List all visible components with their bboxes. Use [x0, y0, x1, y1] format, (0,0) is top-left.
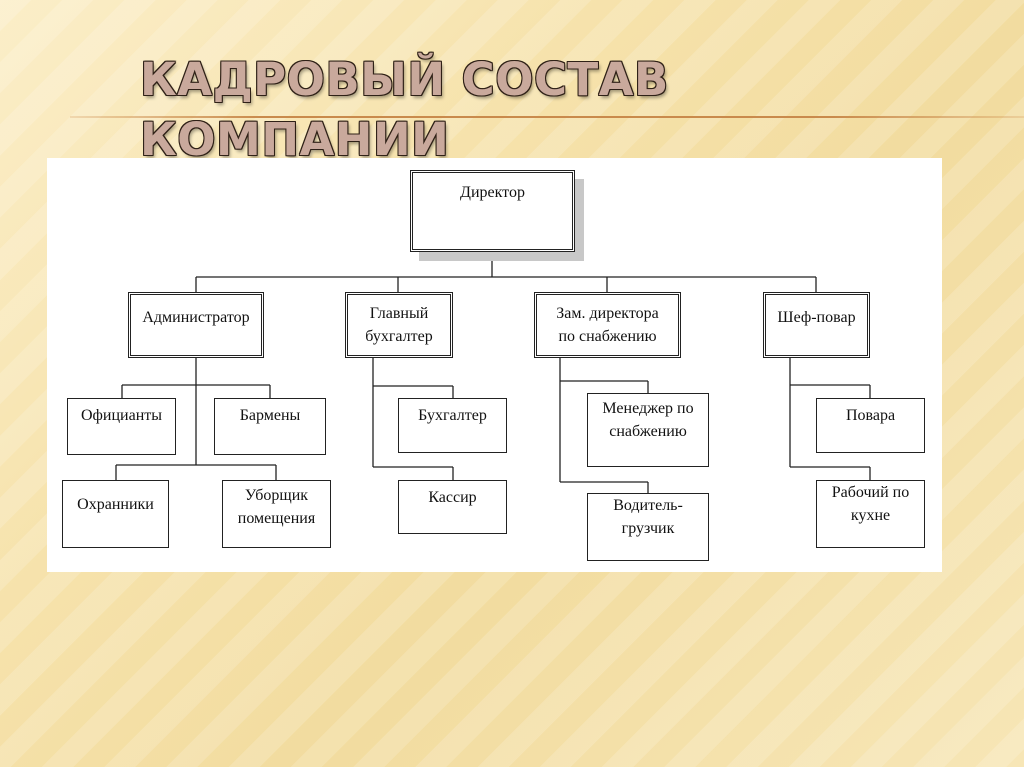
node-chef: Шеф-повар — [763, 292, 870, 358]
title-underline — [70, 116, 1024, 118]
node-cleaner: Уборщик помещения — [222, 480, 331, 548]
node-accountant: Бухгалтер — [398, 398, 507, 453]
node-kitchen-worker: Рабочий по кухне — [816, 480, 925, 548]
slide-title: КАДРОВЫЙ СОСТАВ КОМПАНИИ — [140, 53, 669, 166]
node-supply-manager: Менеджер по снабжению — [587, 393, 709, 467]
node-chief-accountant: Главный бухгалтер — [345, 292, 453, 358]
node-cooks: Повара — [816, 398, 925, 453]
node-administrator: Администратор — [128, 292, 264, 358]
node-deputy-director-supply: Зам. директора по снабжению — [534, 292, 681, 358]
node-guards: Охранники — [62, 480, 169, 548]
node-cashier: Кассир — [398, 480, 507, 534]
node-director: Директор — [410, 170, 575, 252]
node-waiters: Официанты — [67, 398, 176, 455]
node-driver-loader: Водитель- грузчик — [587, 493, 709, 561]
node-bartenders: Бармены — [214, 398, 326, 455]
